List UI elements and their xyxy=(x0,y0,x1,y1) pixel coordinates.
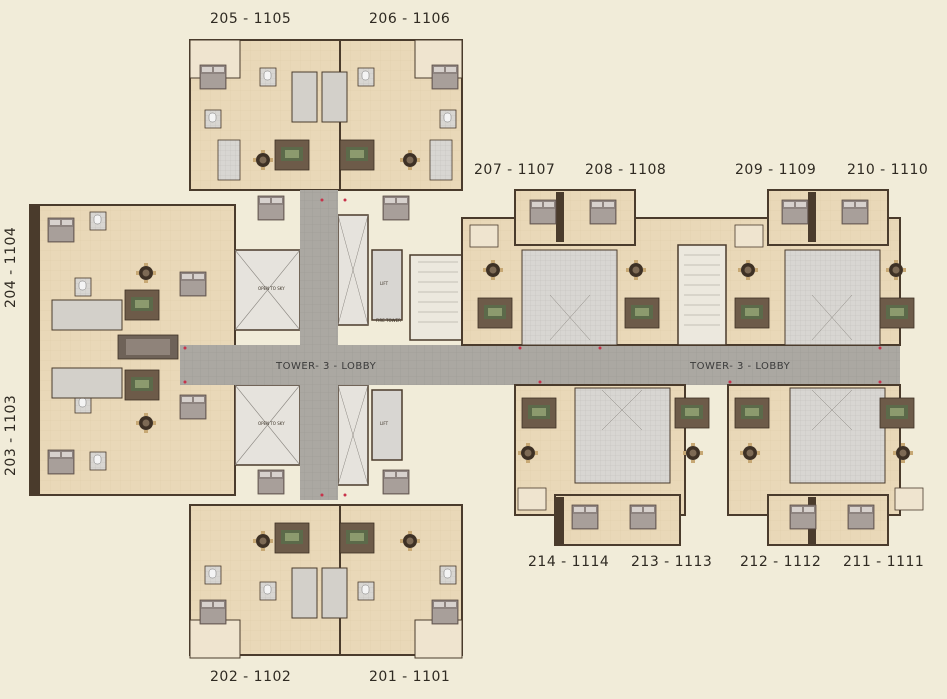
unit-label-212: 212 - 1112 xyxy=(740,554,822,570)
unit-label-204: 204 - 1104 xyxy=(3,226,19,308)
lift-label: LIFT xyxy=(380,281,389,286)
unit-label-208: 208 - 1108 xyxy=(585,162,667,178)
lobby-label-right: TOWER- 3 - LOBBY xyxy=(690,361,791,372)
unit-label-210: 210 - 1110 xyxy=(847,162,929,178)
open-to-sky-label: OPEN TO SKY xyxy=(258,421,285,426)
wing-left xyxy=(29,204,236,496)
central-core xyxy=(180,190,900,500)
unit-label-211: 211 - 1111 xyxy=(843,554,925,570)
unit-label-207: 207 - 1107 xyxy=(474,162,556,178)
open-to-sky-label: OPEN TO SKY xyxy=(258,286,285,291)
unit-label-203: 203 - 1103 xyxy=(3,394,19,476)
lobby-label-left: TOWER- 3 - LOBBY xyxy=(276,361,377,372)
lift-label: LIFT xyxy=(380,421,389,426)
lobby-markers xyxy=(183,198,882,497)
unit-label-201: 201 - 1101 xyxy=(369,669,451,685)
east-block xyxy=(461,189,924,546)
wing-top-left xyxy=(189,39,463,221)
unit-label-209: 209 - 1109 xyxy=(735,162,817,178)
unit-label-214: 214 - 1114 xyxy=(528,554,610,570)
fire-tower-label: FIRE TOWER xyxy=(376,318,401,323)
unit-label-206: 206 - 1106 xyxy=(369,11,451,27)
unit-label-202: 202 - 1102 xyxy=(210,669,292,685)
unit-label-213: 213 - 1113 xyxy=(631,554,713,570)
unit-label-205: 205 - 1105 xyxy=(210,11,292,27)
wing-bottom xyxy=(189,469,463,659)
